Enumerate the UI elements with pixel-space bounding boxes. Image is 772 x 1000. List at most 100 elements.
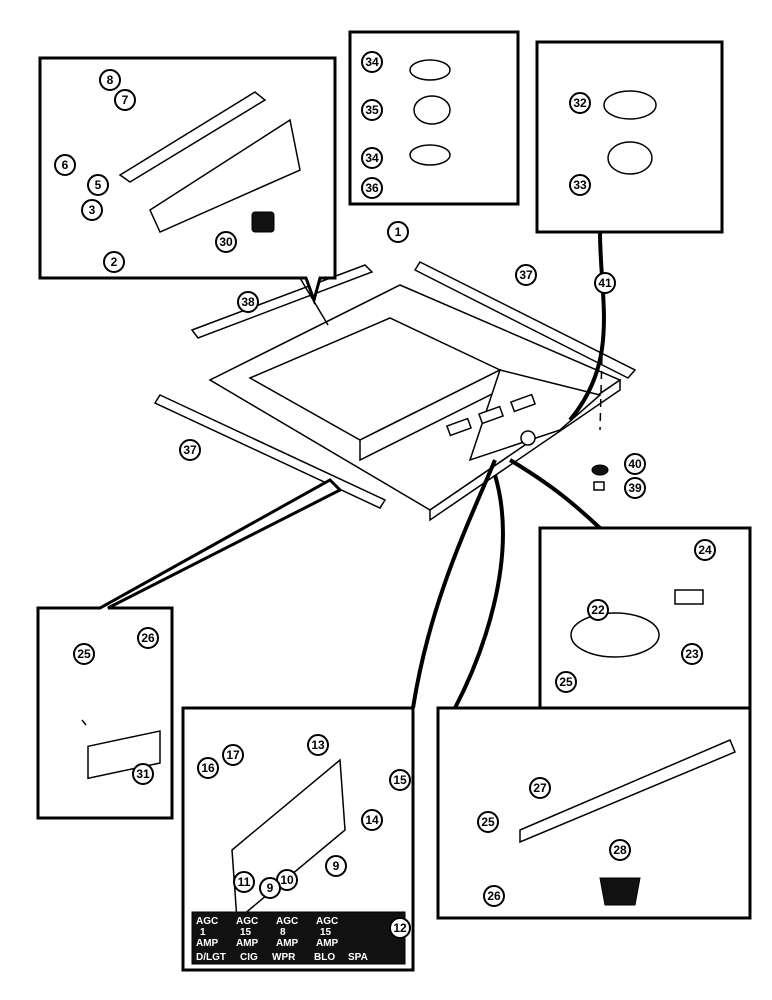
- svg-text:10: 10: [280, 873, 294, 887]
- svg-text:23: 23: [685, 647, 699, 661]
- svg-text:41: 41: [598, 276, 612, 290]
- svg-text:39: 39: [628, 481, 642, 495]
- svg-text:5: 5: [95, 178, 102, 192]
- callout-7: 7: [114, 89, 136, 111]
- callout-1: 1: [387, 221, 409, 243]
- callout-31: 31: [132, 763, 154, 785]
- callout-8: 8: [99, 69, 121, 91]
- svg-text:33: 33: [573, 178, 587, 192]
- fuse-row3-3: AMP: [276, 938, 299, 949]
- svg-text:1: 1: [395, 225, 402, 239]
- svg-text:34: 34: [365, 151, 379, 165]
- callout-25-vent: 25: [73, 643, 95, 665]
- callout-37-top: 37: [515, 264, 537, 286]
- svg-text:36: 36: [365, 181, 379, 195]
- fuse-label-strip: AGC AGC AGC AGC 1 15 8 15 AMP AMP AMP AM…: [196, 916, 368, 963]
- callout-24: 24: [694, 539, 716, 561]
- fuse-row3-4: AMP: [316, 938, 339, 949]
- fuse-row1-3: AGC: [276, 916, 298, 927]
- svg-text:40: 40: [628, 457, 642, 471]
- svg-text:8: 8: [107, 73, 114, 87]
- fuse-row3-1: AMP: [196, 938, 219, 949]
- detail-box-dome: [535, 40, 724, 491]
- svg-text:37: 37: [183, 443, 197, 457]
- fuse-row2-3: 8: [280, 927, 286, 938]
- svg-text:12: 12: [393, 921, 407, 935]
- headliner-panel: [208, 284, 622, 522]
- callout-26-vent: 26: [137, 627, 159, 649]
- callout-22: 22: [587, 599, 609, 621]
- svg-text:32: 32: [573, 96, 587, 110]
- callout-17: 17: [222, 744, 244, 766]
- svg-text:28: 28: [613, 843, 627, 857]
- detail-box-fuse-panel: AGC AGC AGC AGC 1 15 8 15 AMP AMP AMP AM…: [181, 459, 497, 972]
- callout-9a: 9: [325, 855, 347, 877]
- callout-34a: 34: [361, 51, 383, 73]
- fuse-row2-2: 15: [240, 927, 252, 938]
- callout-37-bottom: 37: [179, 439, 201, 461]
- svg-text:11: 11: [238, 875, 251, 889]
- callout-9b: 9: [259, 877, 281, 899]
- svg-text:9: 9: [267, 881, 274, 895]
- svg-text:7: 7: [122, 93, 129, 107]
- svg-text:26: 26: [141, 631, 155, 645]
- callout-33: 33: [569, 174, 591, 196]
- svg-text:35: 35: [365, 103, 379, 117]
- svg-text:27: 27: [533, 781, 547, 795]
- fuse-row3-2: AMP: [236, 938, 259, 949]
- svg-text:25: 25: [559, 675, 573, 689]
- callout-35: 35: [361, 99, 383, 121]
- svg-text:2: 2: [111, 255, 118, 269]
- svg-text:14: 14: [365, 813, 379, 827]
- callout-40: 40: [624, 453, 646, 475]
- callout-27: 27: [529, 777, 551, 799]
- fuse-row1-4: AGC: [316, 916, 338, 927]
- side-rail-38: [190, 264, 374, 339]
- callout-32: 32: [569, 92, 591, 114]
- callout-38: 38: [237, 291, 259, 313]
- svg-text:37: 37: [519, 268, 533, 282]
- fuse-row2-4: 15: [320, 927, 332, 938]
- callout-11: 11: [233, 871, 255, 893]
- callout-25-maplight: 25: [555, 671, 577, 693]
- side-rail-37-top: [413, 261, 637, 379]
- fuse-row2-1: 1: [200, 927, 206, 938]
- svg-text:6: 6: [62, 158, 69, 172]
- fuse-row1-2: AGC: [236, 916, 258, 927]
- callout-36: 36: [361, 177, 383, 199]
- svg-text:17: 17: [226, 748, 240, 762]
- svg-text:30: 30: [219, 235, 233, 249]
- fuse-row4-3: WPR: [272, 952, 296, 963]
- svg-text:3: 3: [89, 203, 96, 217]
- svg-text:26: 26: [487, 889, 501, 903]
- svg-text:22: 22: [591, 603, 605, 617]
- label-decal-icon: [599, 877, 641, 906]
- fuse-row4-1: D/LGT: [196, 952, 226, 963]
- callout-2: 2: [103, 251, 125, 273]
- svg-text:9: 9: [333, 859, 340, 873]
- callout-14: 14: [361, 809, 383, 831]
- callout-30: 30: [215, 231, 237, 253]
- callout-23: 23: [681, 643, 703, 665]
- callout-6: 6: [54, 154, 76, 176]
- svg-text:34: 34: [365, 55, 379, 69]
- svg-text:25: 25: [77, 647, 91, 661]
- fuse-row4-5: SPA: [348, 952, 368, 963]
- callout-12: 12: [389, 917, 411, 939]
- svg-text:16: 16: [201, 761, 215, 775]
- callout-41: 41: [594, 272, 616, 294]
- callout-5: 5: [87, 174, 109, 196]
- callout-39: 39: [624, 477, 646, 499]
- svg-text:31: 31: [136, 767, 150, 781]
- svg-text:25: 25: [481, 815, 495, 829]
- callout-16: 16: [197, 757, 219, 779]
- callout-15: 15: [389, 769, 411, 791]
- detail-box-trim: [38, 56, 337, 326]
- callout-26-bracket: 26: [483, 885, 505, 907]
- clip-icon: [251, 211, 275, 233]
- callout-25-bracket: 25: [477, 811, 499, 833]
- fuse-row1-1: AGC: [196, 916, 218, 927]
- fuse-row4-2: CIG: [240, 952, 258, 963]
- svg-text:24: 24: [698, 543, 712, 557]
